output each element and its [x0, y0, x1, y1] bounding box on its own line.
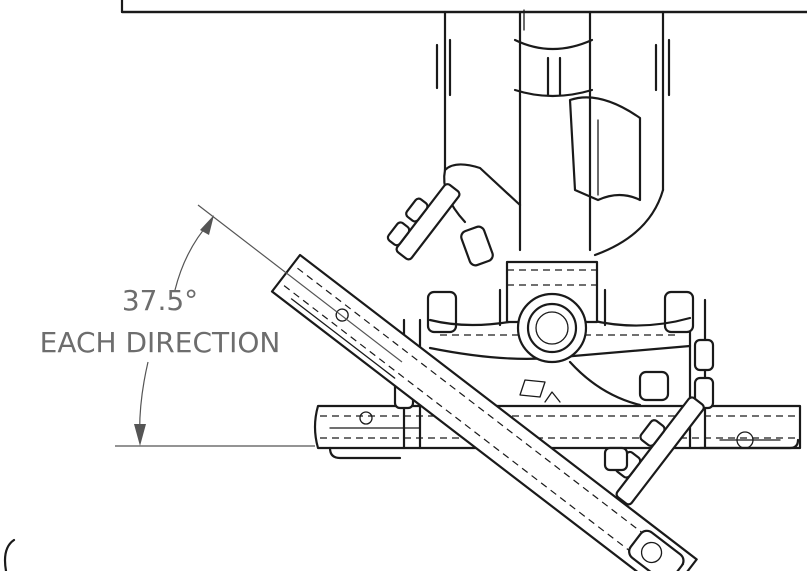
mount-plate-tilted: [270, 253, 698, 571]
arrowhead-lower: [134, 424, 146, 446]
direction-label: EACH DIRECTION: [40, 326, 281, 359]
extension-column: [435, 9, 671, 257]
pivot-assembly: [428, 260, 692, 407]
arrowhead-upper: [200, 215, 214, 235]
angle-label: 37.5°: [122, 284, 198, 317]
dimension-extension-line-tilted: [197, 204, 403, 363]
ceiling-plate: [120, 0, 807, 14]
angle-dimension: 37.5° EACH DIRECTION: [40, 204, 403, 447]
tilted-brackets: [386, 183, 705, 506]
partial-curve-edge: [3, 538, 16, 571]
